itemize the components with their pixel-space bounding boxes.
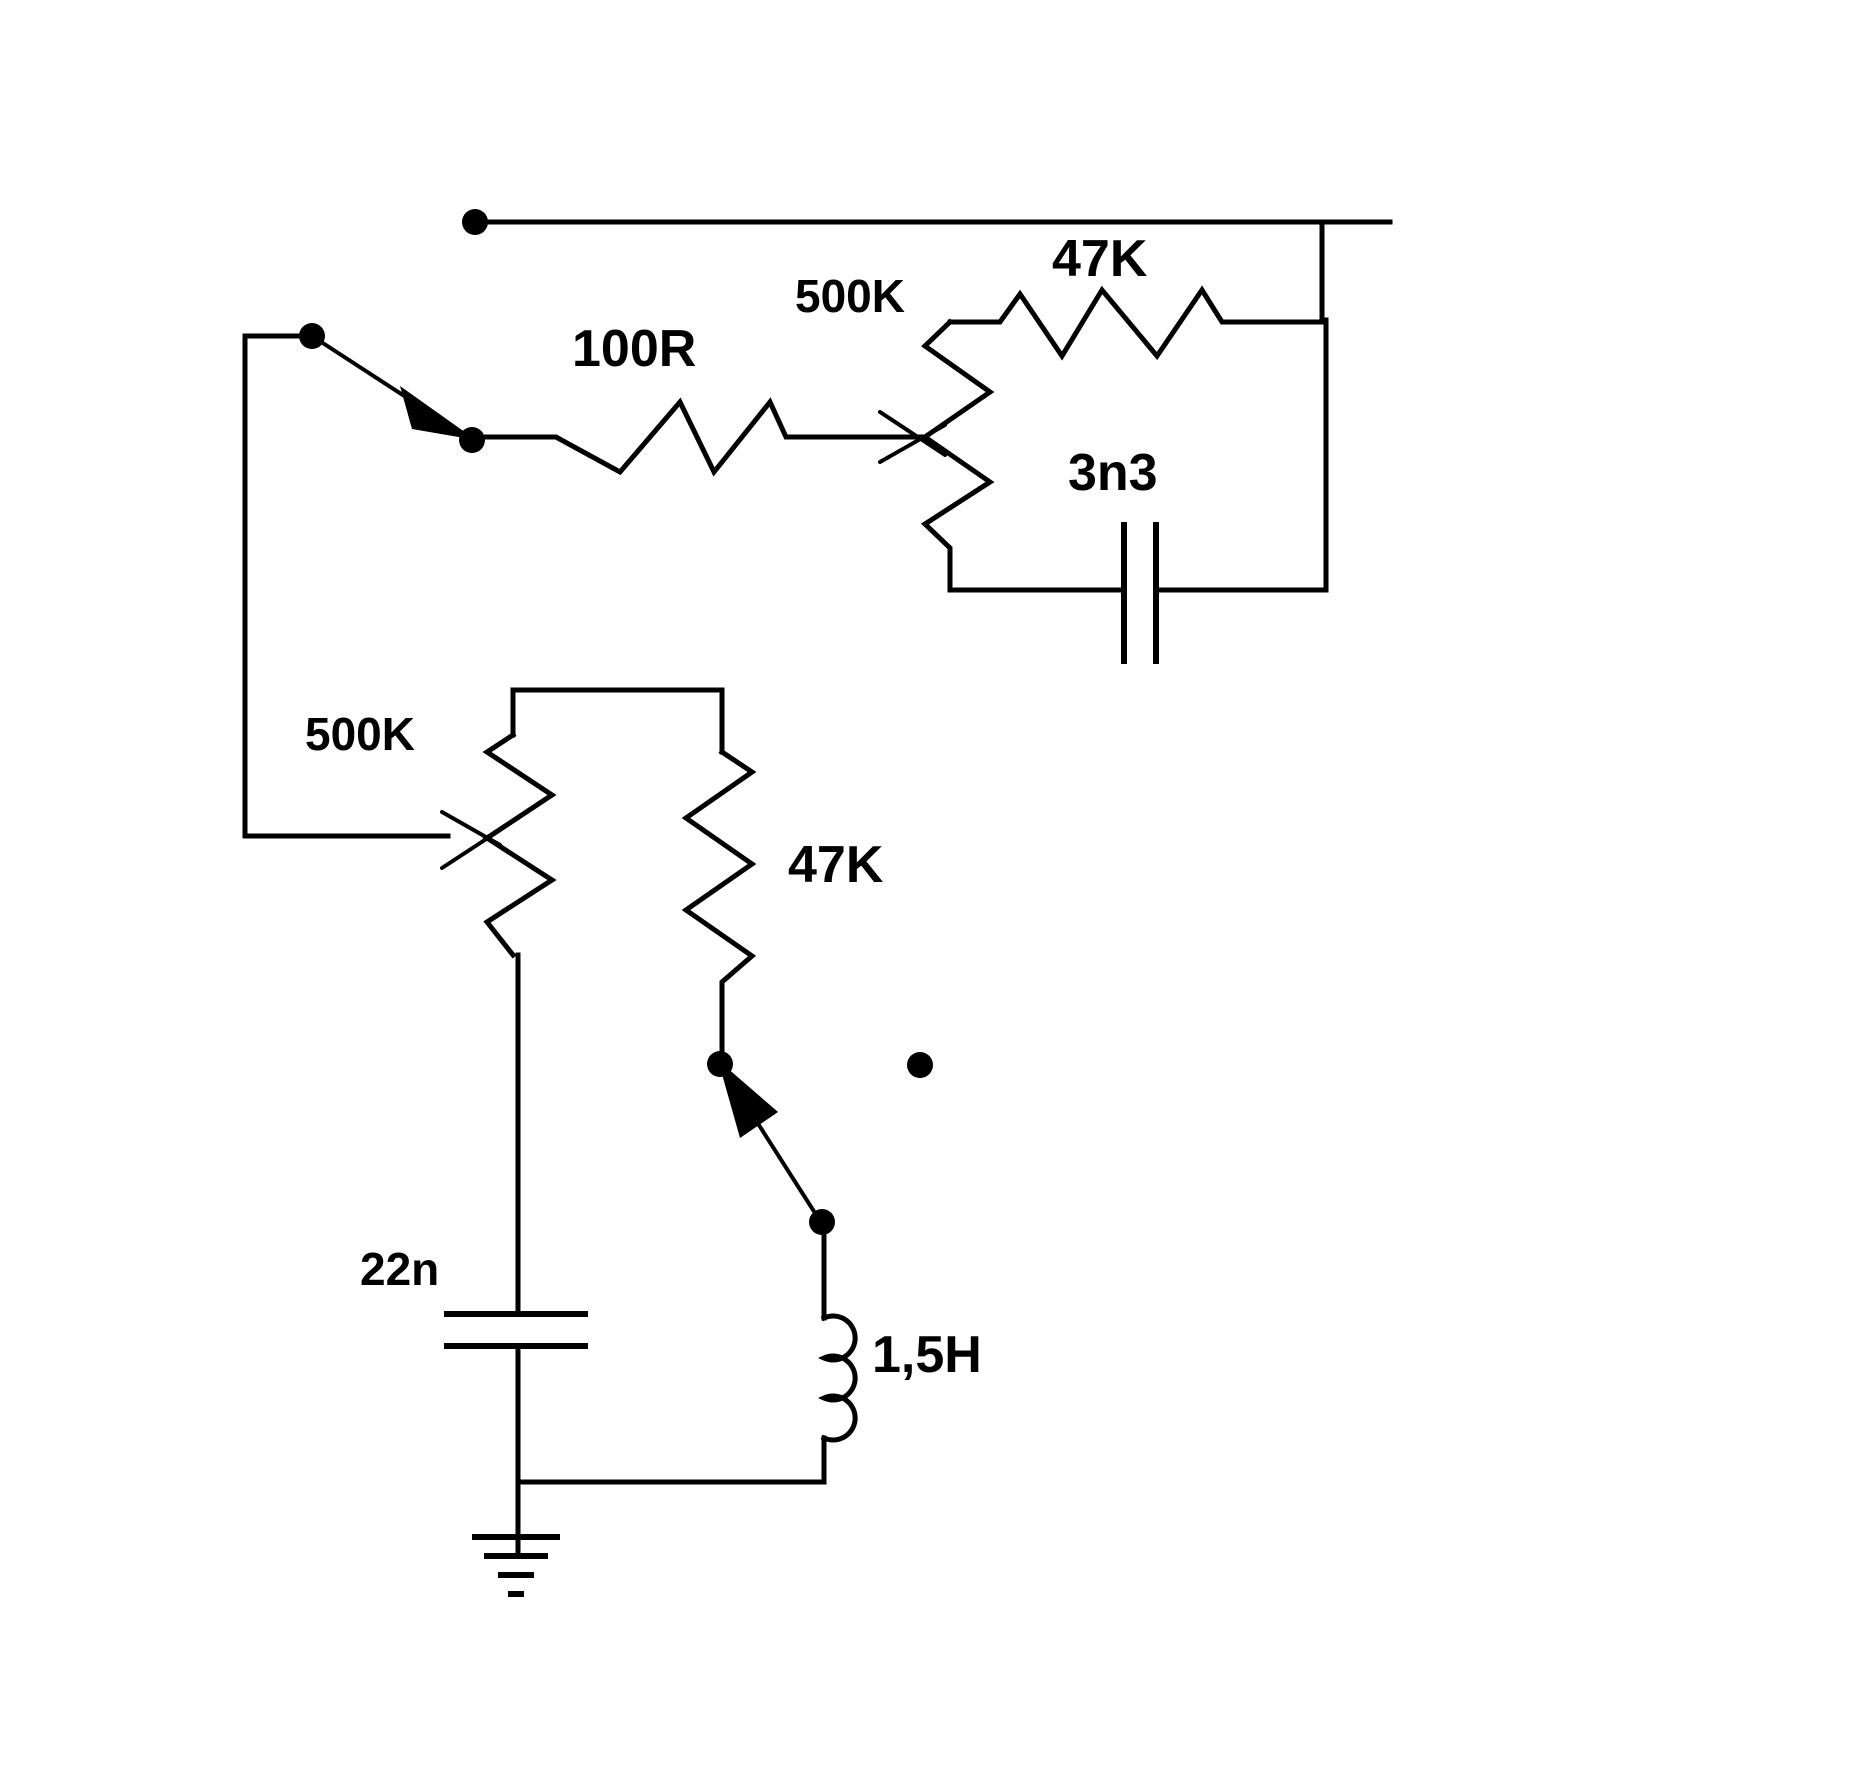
potentiometer-top-500k bbox=[878, 318, 995, 593]
label-22n: 22n bbox=[360, 1243, 439, 1295]
bottom-switch-arrowhead bbox=[718, 1060, 778, 1138]
label-1-5h: 1,5H bbox=[872, 1326, 982, 1384]
top-rail-wire bbox=[472, 219, 1393, 323]
capacitor-3n3 bbox=[947, 317, 1329, 664]
bottom-switch-top-dot bbox=[707, 1051, 733, 1077]
bottom-switch bbox=[707, 1051, 835, 1235]
label-47k-top: 47K bbox=[1052, 230, 1148, 288]
top-switch-contact-dot bbox=[459, 427, 485, 453]
top-switch bbox=[299, 323, 485, 453]
inductor-1-5h bbox=[515, 1219, 858, 1485]
label-100r: 100R bbox=[572, 320, 696, 378]
bottom-top-wire bbox=[510, 687, 725, 755]
top-switch-pivot-dot bbox=[299, 323, 325, 349]
label-pot-bottom: 500K bbox=[305, 708, 415, 760]
resistor-47k-top bbox=[947, 285, 1325, 361]
label-pot-top: 500K bbox=[795, 270, 905, 322]
top-switch-arrowhead bbox=[400, 386, 476, 440]
resistor-47k-bottom bbox=[681, 748, 757, 1063]
left-loop-wire bbox=[242, 333, 451, 839]
ground-icon bbox=[472, 1479, 560, 1597]
label-47k-bottom: 47K bbox=[788, 836, 884, 894]
free-terminal-dot bbox=[907, 1052, 933, 1078]
label-3n3: 3n3 bbox=[1068, 444, 1158, 502]
top-rail-terminal-dot bbox=[462, 209, 488, 235]
potentiometer-bottom-500k bbox=[440, 731, 557, 959]
resistor-100r bbox=[469, 397, 928, 477]
